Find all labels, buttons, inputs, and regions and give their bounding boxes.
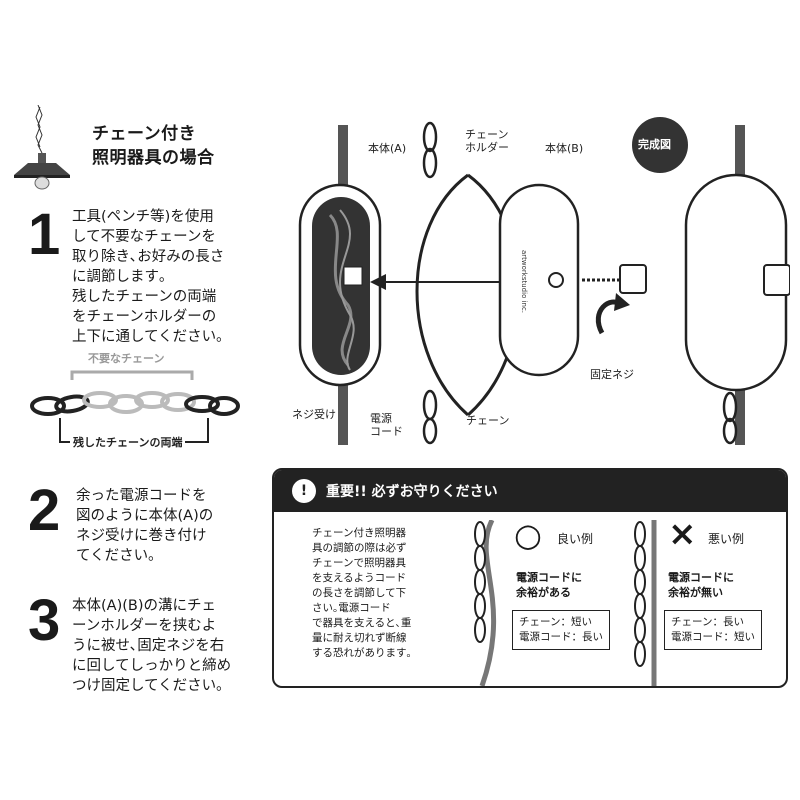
important-body-text: チェーン付き照明器 具の調節の際は必ず チェーンで照明器具 を支えるようコード … <box>312 527 412 659</box>
chain-label: チェーン <box>466 414 510 427</box>
important-header-text: 重要!! 必ずお守りください <box>326 484 498 500</box>
completed-figure-label: 完成図 <box>638 138 671 151</box>
remaining-chain-label: 残したチェーンの両端 <box>70 436 186 449</box>
important-header: ! 重要!! 必ずお守りください <box>274 470 786 512</box>
bad-caption: 電源コードに 余裕が無い <box>668 571 734 599</box>
step-3-number: 3 <box>28 588 61 653</box>
good-example-illustration <box>474 520 497 686</box>
warning-icon: ! <box>292 479 316 503</box>
power-cord-label: 電源 コード <box>370 412 403 438</box>
page-title: チェーン付き 照明器具の場合 <box>92 124 215 168</box>
screw-receiver-label: ネジ受け <box>292 408 336 421</box>
good-label: 良い例 <box>557 532 594 546</box>
fixing-screw-label: 固定ネジ <box>590 368 634 381</box>
bad-note: チェーン：長い 電源コード：短い <box>664 610 762 650</box>
step-1-text: 工具(ペンチ等)を使用 して不要なチェーンを 取り除き､お好みの長さ に調節しま… <box>72 209 225 345</box>
brand-text: artworkstudio inc. <box>520 250 528 313</box>
bad-symbol: × <box>668 514 697 554</box>
step-1-number: 1 <box>28 202 61 267</box>
body-b-label: 本体(B) <box>545 142 584 155</box>
step-3-text: 本体(A)(B)の溝にチェ ーンホルダーを挟むよ うに被せ､固定ネジを右 に回し… <box>72 598 232 694</box>
step-2-number: 2 <box>28 478 61 543</box>
bad-example-illustration <box>634 520 657 686</box>
chain-holder-label: チェーン ホルダー <box>465 128 509 154</box>
good-caption: 電源コードに 余裕がある <box>516 571 582 599</box>
good-symbol: ○ <box>514 516 542 554</box>
body-a-label: 本体(A) <box>368 142 407 155</box>
assembly-diagram: artworkstudio inc. <box>298 117 790 445</box>
bad-label: 悪い例 <box>708 532 745 546</box>
important-box: ! 重要!! 必ずお守りください チェーン付き照明器 具の調節の際は必ず チェー… <box>272 468 788 688</box>
good-note: チェーン：短い 電源コード：長い <box>512 610 610 650</box>
chain-cut-figure <box>30 370 240 443</box>
unneeded-chain-label: 不要なチェーン <box>88 352 165 365</box>
step-2-text: 余った電源コードを 図のように本体(A)の ネジ受けに巻き付け てください｡ <box>76 488 214 564</box>
pendant-lamp-illustration <box>14 105 70 190</box>
